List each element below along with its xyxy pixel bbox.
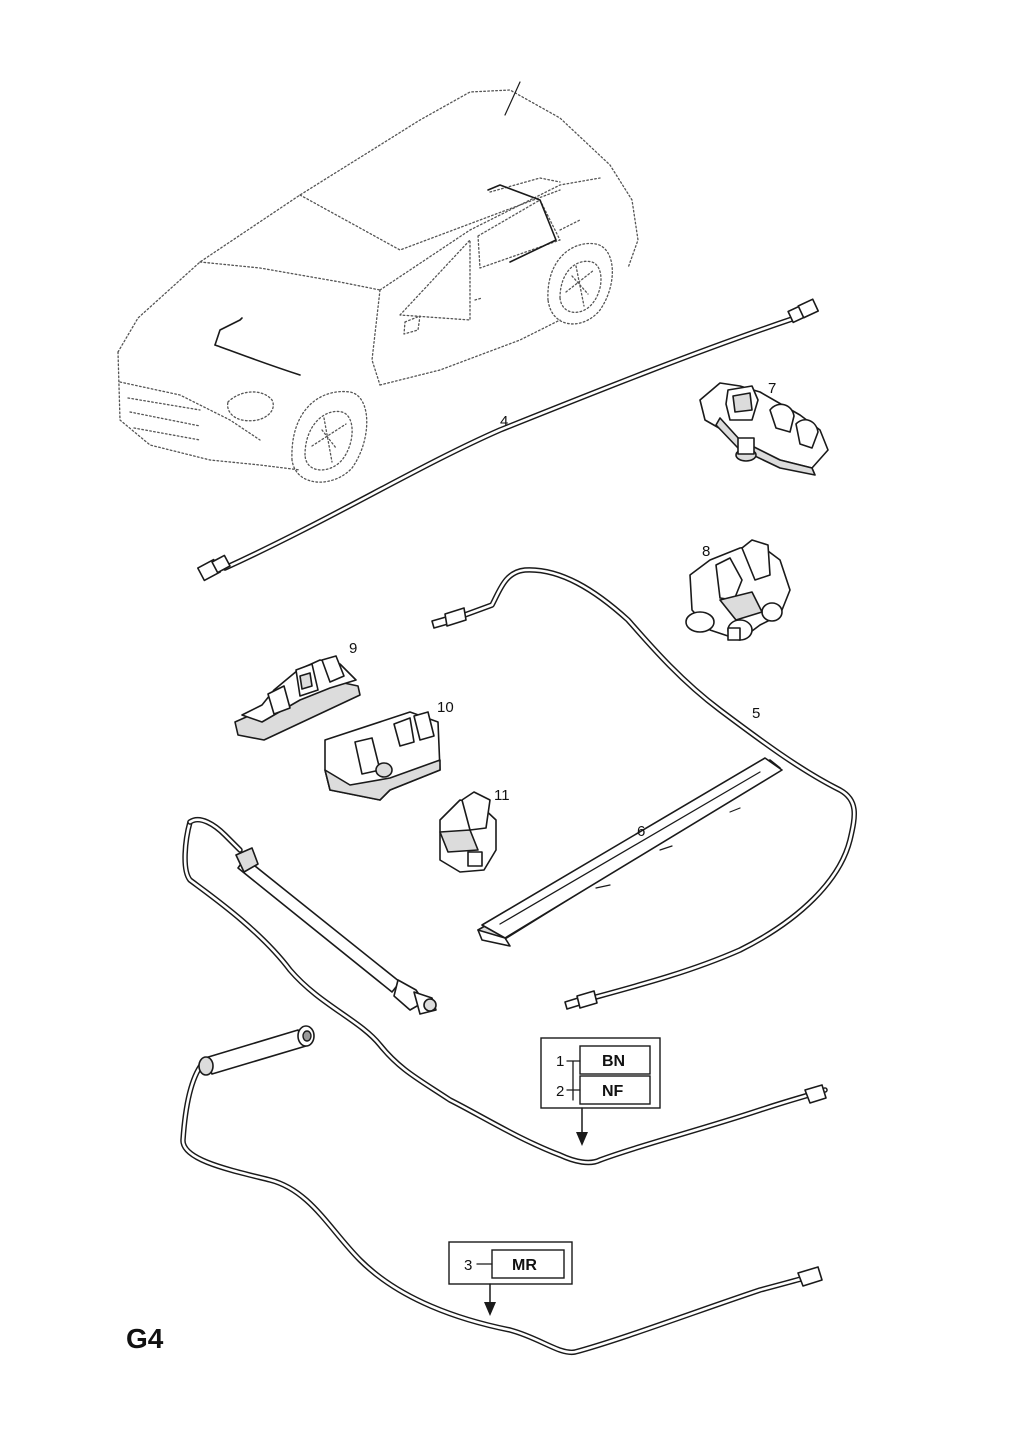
code-box-a-index-1: 1 bbox=[556, 1053, 564, 1070]
code-box-a-index-2: 2 bbox=[556, 1083, 564, 1100]
code-box-a-code-2: NF bbox=[602, 1083, 624, 1100]
cable-connector-right bbox=[787, 298, 820, 324]
code-box-b: 3 MR bbox=[448, 1241, 573, 1316]
part-10-clip-block bbox=[324, 711, 441, 801]
callout-11: 11 bbox=[494, 787, 510, 804]
part-8-clip bbox=[685, 539, 791, 641]
code-box-a-arrow bbox=[576, 1132, 588, 1146]
lower-pipe bbox=[180, 1025, 823, 1356]
sheet-label: G4 bbox=[126, 1323, 164, 1354]
part-9-clip-strip bbox=[234, 655, 361, 741]
code-box-a: 1 2 BN NF bbox=[540, 1037, 661, 1146]
callouts: 4 5 6 7 8 9 10 11 bbox=[349, 380, 776, 840]
flexible-hose bbox=[235, 847, 437, 1015]
code-box-a-code-1: BN bbox=[602, 1053, 625, 1070]
cable-connector-left bbox=[196, 554, 231, 582]
callout-9: 9 bbox=[349, 640, 357, 657]
code-box-b-index-1: 3 bbox=[464, 1257, 472, 1274]
callout-10: 10 bbox=[437, 699, 454, 716]
part-5-pipe bbox=[431, 567, 857, 1010]
vehicle-outline bbox=[117, 81, 639, 483]
part-7-clip bbox=[699, 382, 829, 476]
part-6-tray bbox=[477, 757, 783, 947]
part-11-clip bbox=[439, 791, 497, 873]
tube-fitting bbox=[198, 1025, 315, 1076]
callout-8: 8 bbox=[702, 543, 710, 560]
code-box-a-cell-1 bbox=[579, 1045, 651, 1075]
callout-7: 7 bbox=[768, 380, 776, 397]
left-pipe bbox=[182, 816, 828, 1166]
callout-6: 6 bbox=[637, 823, 645, 840]
code-box-b-code-1: MR bbox=[512, 1257, 537, 1274]
callout-5: 5 bbox=[752, 705, 760, 722]
callout-4: 4 bbox=[500, 413, 508, 430]
part-4-cable bbox=[196, 298, 820, 582]
code-box-b-arrow bbox=[484, 1302, 496, 1316]
